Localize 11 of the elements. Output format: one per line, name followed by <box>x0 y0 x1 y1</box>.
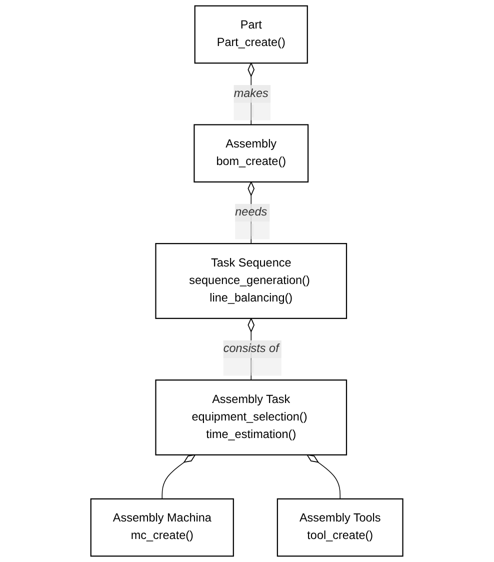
node-box: Assembly Machina mc_create() <box>90 498 234 557</box>
connector <box>306 454 341 500</box>
node-box: Part Part_create() <box>194 5 308 64</box>
edge-label: needs <box>235 206 268 219</box>
node-box: Assembly Task equipment_selection() time_estimation() <box>155 379 348 456</box>
edge-label: consists of <box>224 342 280 356</box>
connector <box>162 454 196 500</box>
edge-label: makes <box>234 87 269 100</box>
node-box: Task Sequence sequence_generation() line_balancing() <box>155 243 348 319</box>
node-box: Assembly Tools tool_create() <box>277 498 404 557</box>
node-box: Assembly bom_create() <box>194 124 309 182</box>
